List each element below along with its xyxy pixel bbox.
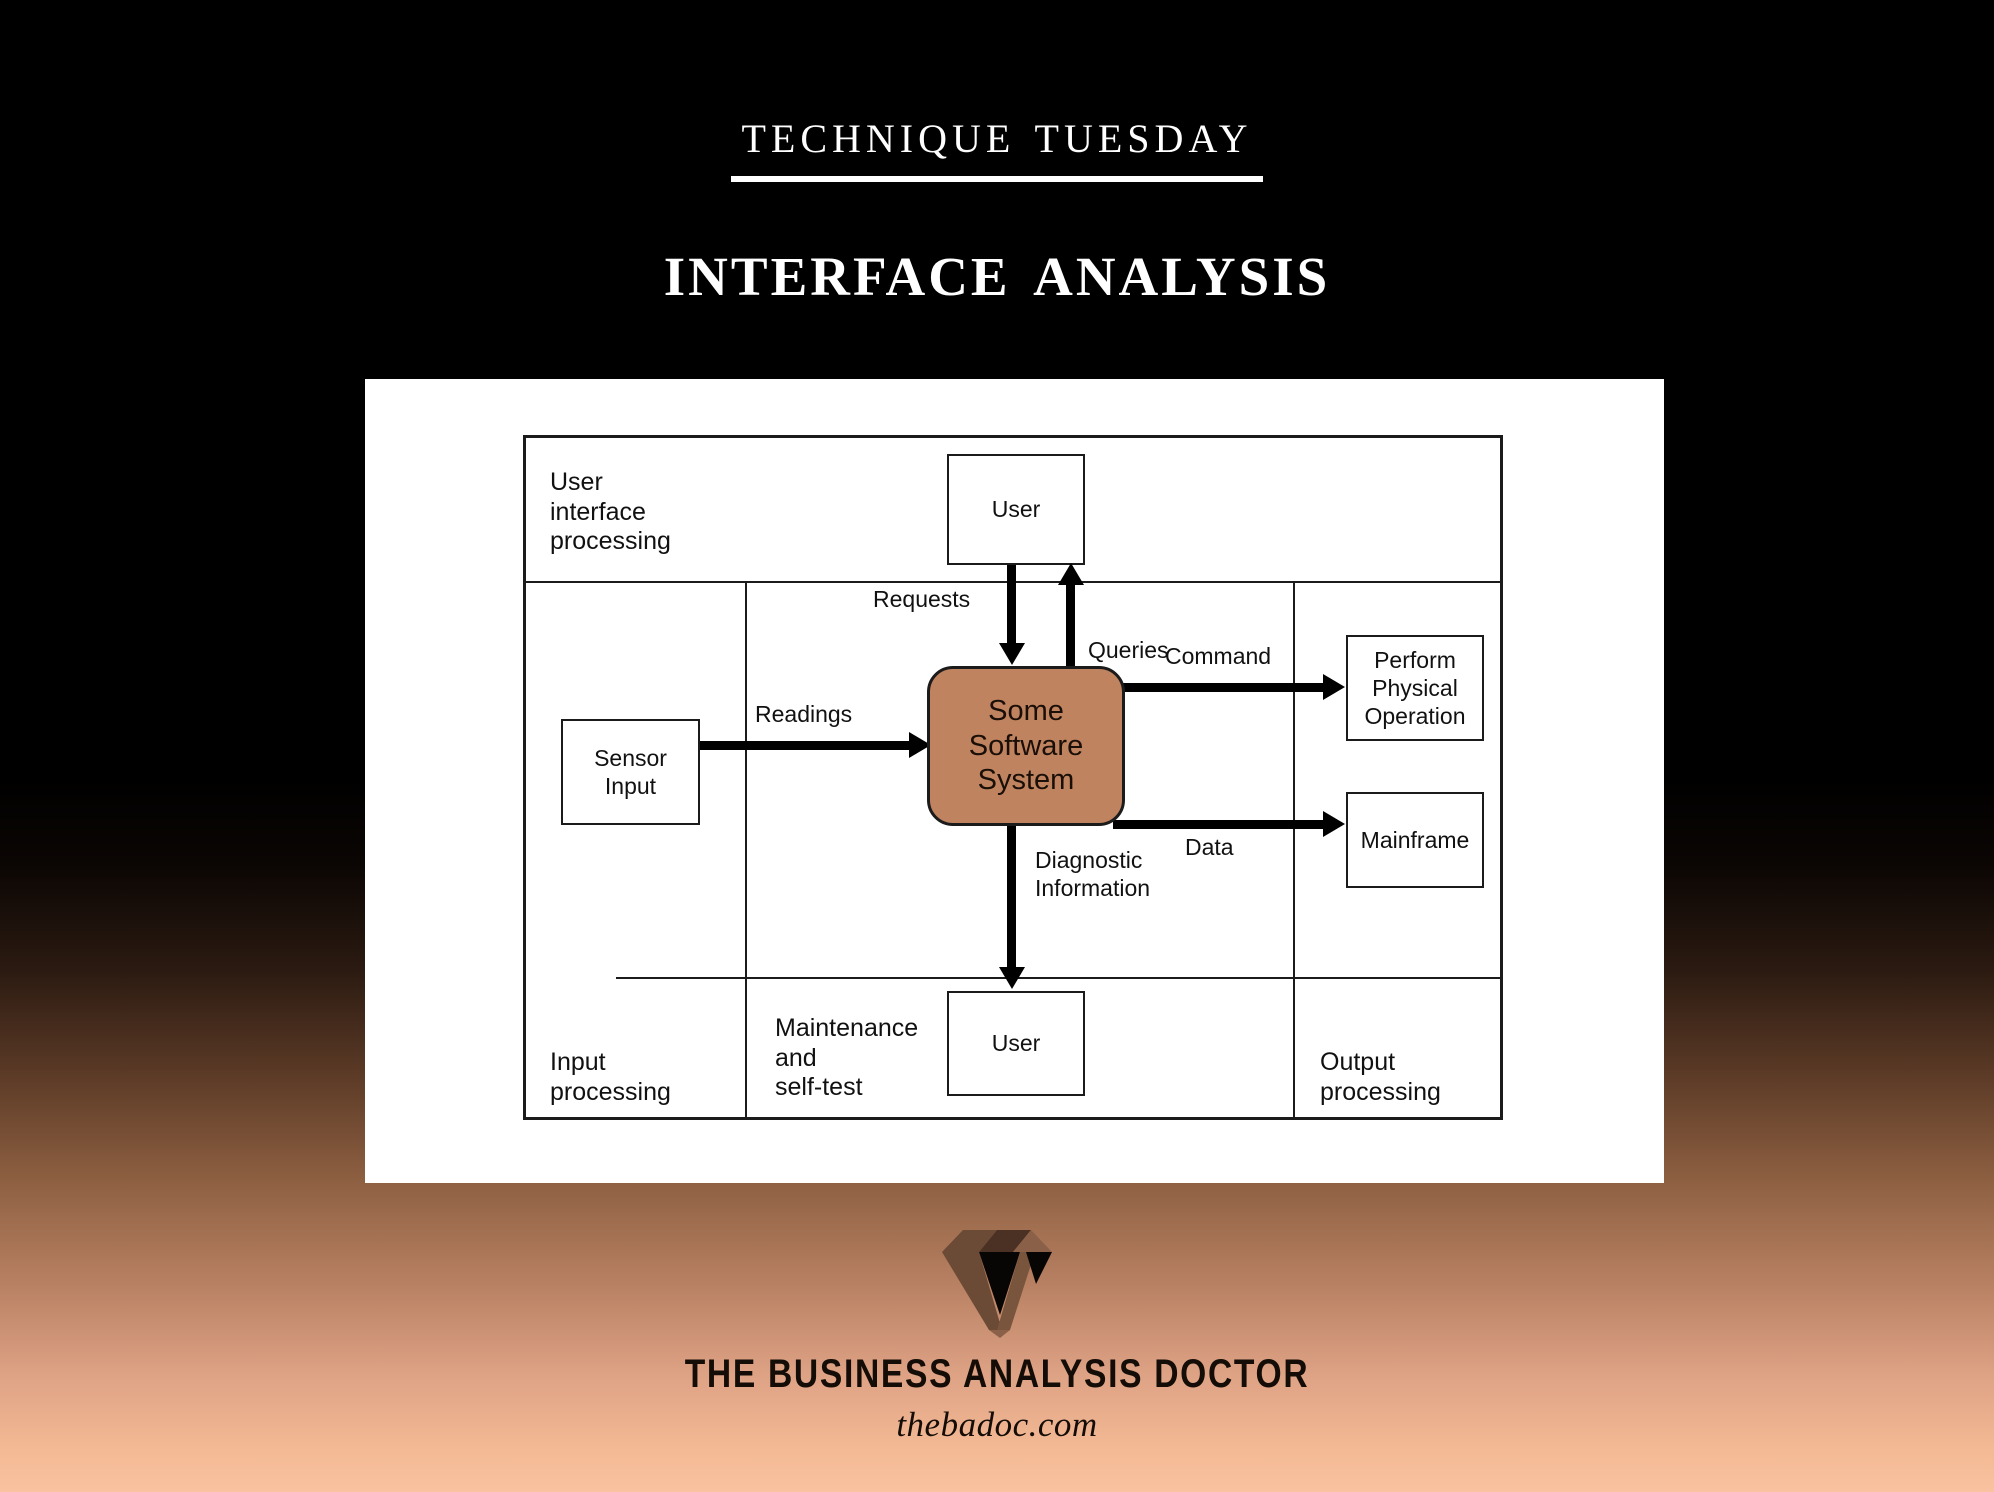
zone-label-output-processing: Output processing — [1320, 1048, 1441, 1106]
flow-arrow-queries-shaft — [1066, 583, 1075, 669]
flow-arrow-requests-shaft — [1007, 565, 1016, 646]
zone-label-input-processing: Input processing — [550, 1048, 671, 1106]
entity-box-sensor-input[interactable]: Sensor Input — [561, 719, 700, 825]
flow-label-data: Data — [1185, 834, 1234, 860]
page-title: Interface Analysis — [663, 224, 1331, 312]
interface-analysis-diagram: User interface processing Input processi… — [523, 435, 1503, 1120]
flow-arrow-readings-head — [909, 732, 931, 758]
entity-box-user-top[interactable]: User — [947, 454, 1085, 565]
zone-label-user-interface-processing: User interface processing — [550, 468, 671, 555]
flow-arrow-command-head — [1323, 674, 1345, 700]
frame-border-top — [523, 435, 1503, 438]
flow-arrow-command-shaft — [1113, 683, 1326, 692]
zone-label-maintenance-and-self-test: Maintenance and self-test — [775, 1014, 919, 1101]
flow-arrow-diagnostic-information-shaft — [1007, 825, 1016, 970]
system-box-some-software-system[interactable]: Some Software System — [927, 666, 1125, 826]
entity-box-perform-physical-operation[interactable]: Perform Physical Operation — [1346, 635, 1484, 741]
flow-label-command: Command — [1165, 643, 1272, 669]
frame-border-left — [523, 435, 526, 1120]
entity-box-user-bottom[interactable]: User — [947, 991, 1085, 1096]
flow-arrow-queries-head — [1058, 563, 1084, 585]
frame-divider-horizontal-lower — [616, 977, 1501, 979]
flow-arrow-requests-head — [999, 643, 1025, 665]
brand-url[interactable]: thebadoc.com — [896, 1405, 1098, 1444]
series-title: Technique Tuesday — [731, 104, 1263, 182]
flow-arrow-data-shaft — [1113, 820, 1326, 829]
flow-arrow-data-head — [1323, 811, 1345, 837]
entity-box-mainframe[interactable]: Mainframe — [1346, 792, 1484, 888]
diamond-gem-icon — [942, 1230, 1052, 1338]
flow-label-queries: Queries — [1088, 637, 1169, 663]
flow-label-requests: Requests — [873, 586, 971, 612]
footer-branding: THE BUSINESS ANALYSIS DOCTOR thebadoc.co… — [0, 1222, 1994, 1445]
frame-border-right — [1500, 435, 1503, 1120]
flow-label-readings: Readings — [755, 701, 853, 727]
title-block: Technique Tuesday Interface Analysis — [0, 104, 1994, 312]
brand-name: THE BUSINESS ANALYSIS DOCTOR — [684, 1352, 1310, 1396]
flow-arrow-readings-shaft — [700, 741, 912, 750]
frame-border-bottom — [523, 1117, 1503, 1120]
flow-arrow-diagnostic-information-head — [999, 967, 1025, 989]
frame-divider-vertical-left — [745, 581, 747, 1120]
flow-label-diagnostic-information: Diagnostic Information — [1035, 847, 1151, 901]
frame-divider-vertical-right — [1293, 581, 1295, 1120]
